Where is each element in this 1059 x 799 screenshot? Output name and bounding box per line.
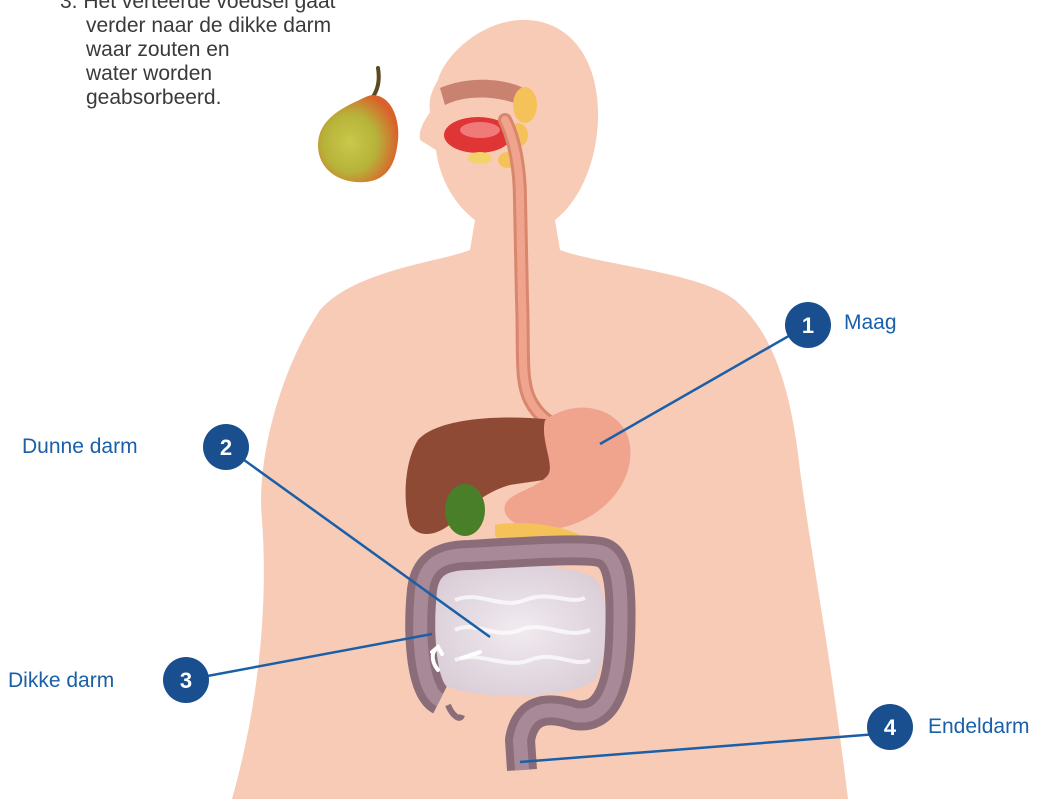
- label-dunne-darm: Dunne darm: [22, 436, 138, 457]
- note-line: 3. Het verteerde voedsel gaat: [60, 0, 336, 14]
- badge-3: 3: [163, 657, 209, 703]
- badge-2: 2: [203, 424, 249, 470]
- note-text: 3. Het verteerde voedsel gaat verder naa…: [60, 0, 336, 110]
- badge-number-4: 4: [884, 715, 897, 740]
- gallbladder: [445, 484, 485, 536]
- badge-number-1: 1: [802, 313, 814, 338]
- note-line: waar zouten en: [60, 38, 336, 62]
- label-maag: Maag: [844, 312, 897, 333]
- badge-number-3: 3: [180, 668, 192, 693]
- badge-number-2: 2: [220, 435, 232, 460]
- note-line: geabsorbeerd.: [60, 86, 336, 110]
- badge-4: 4: [867, 704, 913, 750]
- label-endeldarm: Endeldarm: [928, 716, 1030, 737]
- label-dikke-darm: Dikke darm: [8, 670, 114, 691]
- badge-1: 1: [785, 302, 831, 348]
- note-line: verder naar de dikke darm: [60, 14, 336, 38]
- note-line: water worden: [60, 62, 336, 86]
